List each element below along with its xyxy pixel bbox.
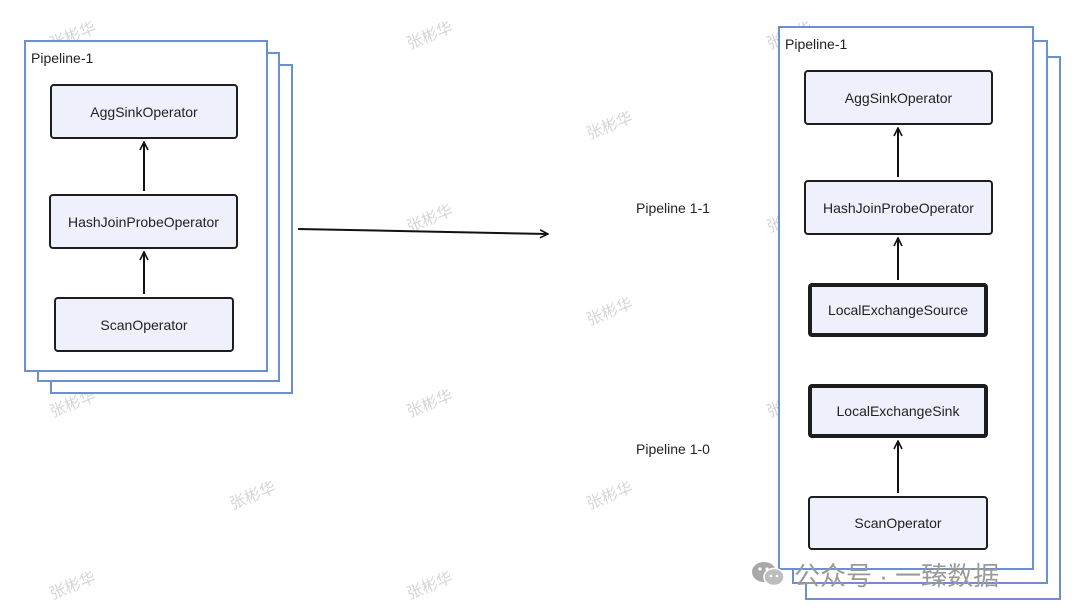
hash-join-probe-operator-right: HashJoinProbeOperator: [804, 180, 993, 235]
pipeline-title-right: Pipeline-1: [785, 36, 848, 52]
local-exchange-sink-operator: LocalExchangeSink: [808, 384, 988, 438]
local-exchange-source-operator: LocalExchangeSource: [808, 283, 988, 337]
pipeline-title-left: Pipeline-1: [31, 50, 94, 66]
footer-watermark: 公众号 · 一臻数据: [750, 554, 1070, 594]
agg-sink-operator-right: AggSinkOperator: [804, 70, 993, 125]
hash-join-probe-operator-label: HashJoinProbeOperator: [823, 199, 974, 216]
scan-operator-label: ScanOperator: [854, 515, 942, 531]
pipeline-1-0-label: Pipeline 1-0: [636, 441, 710, 457]
agg-sink-operator-label: AggSinkOperator: [844, 89, 953, 106]
transform-arrow: [297, 228, 548, 234]
agg-sink-operator-left: AggSinkOperator: [50, 84, 238, 139]
agg-sink-operator-label: AggSinkOperator: [90, 103, 198, 120]
scan-operator-left: ScanOperator: [54, 297, 234, 352]
scan-operator-label: ScanOperator: [100, 316, 188, 333]
pipeline-1-1-label: Pipeline 1-1: [636, 200, 710, 216]
local-exchange-source-label: LocalExchangeSource: [827, 302, 969, 318]
wechat-icon: [752, 562, 785, 587]
local-exchange-sink-label: LocalExchangeSink: [836, 403, 960, 419]
hash-join-probe-operator-label: HashJoinProbeOperator: [68, 213, 219, 230]
hash-join-probe-operator-left: HashJoinProbeOperator: [49, 194, 238, 249]
footer-text: 公众号 · 一臻数据: [794, 560, 1000, 591]
scan-operator-right: ScanOperator: [808, 496, 988, 550]
